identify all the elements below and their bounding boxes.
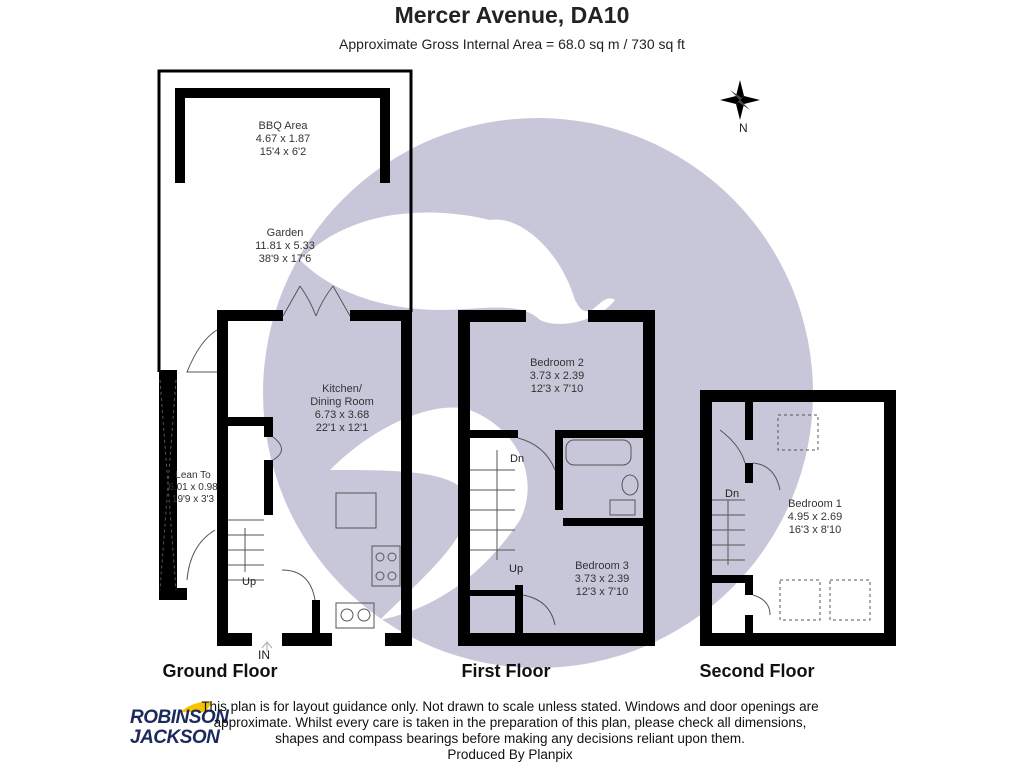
entrance-arrow-icon — [261, 641, 273, 652]
first-floor-walls — [458, 310, 655, 646]
room-lean-to: Lean To 6.01 x 0.98 19'9 x 3'3 — [168, 470, 217, 506]
room-metric: 6.01 x 0.98 — [168, 482, 218, 493]
room-name: Garden — [266, 227, 304, 239]
gross-area: Approximate Gross Internal Area = 68.0 s… — [339, 36, 685, 52]
room-name: Bedroom 2 — [530, 357, 584, 369]
garden-boundary — [157, 69, 413, 372]
room-metric: 3.73 x 2.39 — [574, 573, 630, 585]
room-name: BBQ Area — [258, 120, 308, 132]
ground-floor-details — [159, 285, 401, 629]
stairs-up-label: Up — [242, 576, 257, 588]
floor-label-ground: Ground Floor — [162, 661, 278, 681]
stairs-down-label: Dn — [510, 453, 525, 465]
entrance-label: IN — [258, 648, 270, 662]
room-imperial: 16'3 x 8'10 — [788, 524, 842, 536]
room-bedroom-2: Bedroom 2 3.73 x 2.39 12'3 x 7'10 — [530, 357, 584, 396]
room-name: Kitchen/ — [322, 383, 362, 395]
room-metric: 4.67 x 1.87 — [255, 133, 311, 145]
logo-line-1: ROBINSON — [130, 707, 229, 728]
room-imperial: 19'9 x 3'3 — [171, 494, 215, 505]
logo-arrow-icon — [180, 701, 212, 712]
room-name: Bedroom 1 — [788, 498, 842, 510]
produced-by: Produced By Planpix — [447, 747, 573, 762]
room-name: Bedroom 3 — [575, 560, 629, 572]
room-imperial: 12'3 x 7'10 — [575, 586, 629, 598]
room-garden: Garden 11.81 x 5.33 38'9 x 17'6 — [255, 227, 315, 266]
stairs-down-label: Dn — [725, 488, 740, 500]
second-floor-walls — [700, 390, 896, 646]
first-floor-details — [470, 437, 639, 626]
room-name-line2: Dining Room — [310, 396, 374, 408]
floor-label-first: First Floor — [461, 661, 551, 681]
room-imperial: 38'9 x 17'6 — [258, 253, 312, 265]
room-imperial: 22'1 x 12'1 — [315, 422, 369, 434]
room-metric: 11.81 x 5.33 — [255, 240, 315, 252]
stairs-up-label: Up — [509, 563, 524, 575]
compass-north-label: N — [739, 121, 748, 135]
room-metric: 6.73 x 3.68 — [314, 409, 370, 421]
agent-logo: ROBINSON JACKSON — [130, 707, 229, 748]
room-imperial: 12'3 x 7'10 — [530, 383, 584, 395]
page-title: Mercer Avenue, DA10 — [394, 2, 630, 28]
room-name: Lean To — [175, 470, 211, 481]
watermark-logo — [263, 118, 813, 668]
floor-label-second: Second Floor — [699, 661, 815, 681]
disclaimer-text: This plan is for layout guidance only. N… — [201, 699, 819, 746]
compass-rose-icon — [720, 80, 760, 120]
room-bbq-area: BBQ Area 4.67 x 1.87 15'4 x 6'2 — [256, 120, 310, 159]
room-imperial: 15'4 x 6'2 — [259, 146, 307, 158]
room-metric: 3.73 x 2.39 — [529, 370, 585, 382]
disclaimer: This plan is for layout guidance only. N… — [200, 699, 820, 763]
bbq-walls — [175, 88, 390, 183]
room-bedroom-1: Bedroom 1 4.95 x 2.69 16'3 x 8'10 — [788, 498, 842, 537]
room-bedroom-3: Bedroom 3 3.73 x 2.39 12'3 x 7'10 — [575, 560, 629, 599]
room-metric: 4.95 x 2.69 — [787, 511, 843, 523]
room-kitchen-dining: Kitchen/ Dining Room 6.73 x 3.68 22'1 x … — [310, 383, 374, 435]
second-floor-details — [712, 414, 871, 621]
logo-line-2: JACKSON — [130, 727, 220, 748]
